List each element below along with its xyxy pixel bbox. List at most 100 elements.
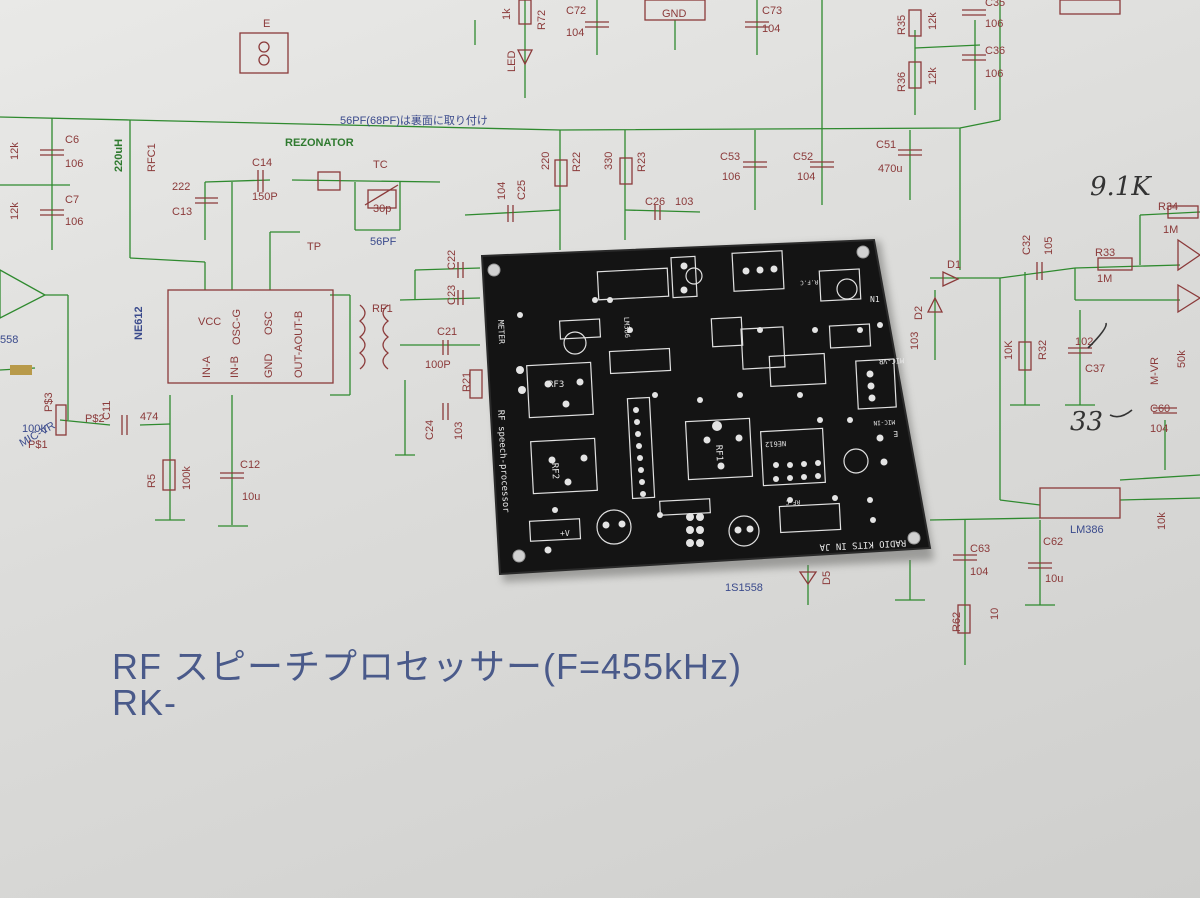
label-r72: R72 bbox=[536, 10, 548, 30]
label-c6-value: 106 bbox=[65, 158, 83, 170]
label-c11-value: 474 bbox=[140, 411, 158, 423]
pin-in-b: IN-B bbox=[229, 356, 241, 378]
label-tc-note: 56PF bbox=[370, 236, 397, 248]
label-c25: C25 bbox=[516, 180, 528, 200]
label-c53-value: 106 bbox=[722, 171, 740, 183]
label-c12: C12 bbox=[240, 459, 260, 471]
label-r72-value: 1k bbox=[501, 8, 513, 20]
label-c37: C37 bbox=[1085, 363, 1105, 375]
label-c14-value: 150P bbox=[252, 191, 278, 203]
pcb-label-rfc-b: RF.C bbox=[785, 498, 800, 506]
pcb-label-rf2: RF2 bbox=[549, 463, 560, 480]
label-10k: 10k bbox=[1156, 512, 1168, 530]
label-c11: C11 bbox=[101, 401, 113, 420]
label-tc-value: 30p bbox=[373, 203, 391, 215]
label-ps1: P$1 bbox=[28, 439, 48, 451]
label-c35: C35 bbox=[985, 0, 1005, 9]
label-r62-value: 10 bbox=[989, 608, 1001, 620]
label-c7: C7 bbox=[65, 194, 79, 206]
label-c52: C52 bbox=[793, 151, 813, 163]
label-c51-value: 470u bbox=[878, 163, 902, 175]
pcb-label-mic-vr: MIC-VR bbox=[878, 356, 904, 365]
label-c25-value: 104 bbox=[496, 182, 508, 200]
label-c51: C51 bbox=[876, 139, 896, 151]
label-r33: R33 bbox=[1095, 247, 1115, 259]
label-c32-value: 105 bbox=[1043, 237, 1055, 255]
label-r22: R22 bbox=[571, 152, 583, 172]
label-c62-value: 10u bbox=[1045, 573, 1063, 585]
label-led: LED bbox=[506, 51, 518, 72]
pcb-label-ne612: NE612 bbox=[765, 439, 786, 448]
label-gnd: GND bbox=[662, 8, 687, 20]
label-c60-value: 104 bbox=[1150, 423, 1168, 435]
label-c24-value: 103 bbox=[453, 422, 465, 440]
label-r36: R36 bbox=[896, 72, 908, 92]
label-c6: C6 bbox=[65, 134, 79, 146]
label-c21: C21 bbox=[437, 326, 457, 338]
caption-title: RF スピーチプロセッサー(F=455kHz) bbox=[112, 646, 743, 687]
label-c13-value: 222 bbox=[172, 181, 190, 193]
label-c21-value: 100P bbox=[425, 359, 451, 371]
label-c23: C23 bbox=[446, 285, 458, 305]
pin-vcc: VCC bbox=[198, 316, 221, 328]
label-d2: D2 bbox=[913, 306, 925, 320]
label-c37-value: 102 bbox=[1075, 336, 1093, 348]
label-r5: R5 bbox=[146, 474, 158, 488]
label-c26-value: 103 bbox=[675, 196, 693, 208]
pcb-label-plus-v: +V bbox=[560, 529, 570, 538]
label-d1: D1 bbox=[947, 259, 961, 271]
label-c63-value: 104 bbox=[970, 566, 988, 578]
label-c12-value: 10u bbox=[242, 491, 260, 503]
label-r35: R35 bbox=[896, 15, 908, 35]
schematic-note-top: 56PF(68PF)は裏面に取り付け bbox=[340, 113, 488, 127]
label-e: E bbox=[263, 18, 270, 30]
label-c73-value: 104 bbox=[762, 23, 780, 35]
label-c13: C13 bbox=[172, 206, 192, 218]
pcb-label-rfc-a: R.F.C bbox=[799, 278, 818, 286]
label-c60: C60 bbox=[1150, 403, 1170, 415]
label-ps3: P$3 bbox=[43, 392, 55, 412]
pin-osc-g: OSC-G bbox=[231, 309, 243, 345]
label-c72-value: 104 bbox=[566, 27, 584, 39]
label-r32: R32 bbox=[1037, 340, 1049, 360]
mounting-hole-br bbox=[907, 531, 921, 545]
pcb-label-rf3: RF3 bbox=[548, 380, 564, 390]
label-mic-vr-value: 100K bbox=[22, 423, 48, 435]
op-amp-label: 558 bbox=[0, 334, 18, 346]
label-c72: C72 bbox=[566, 5, 586, 17]
label-c35-value: 106 bbox=[985, 18, 1003, 30]
label-r22-value: 220 bbox=[540, 152, 552, 170]
label-c36-value: 106 bbox=[985, 68, 1003, 80]
pcb-label-mic-in: MIC-IN bbox=[873, 418, 895, 426]
label-c7-value: 106 bbox=[65, 216, 83, 228]
label-ps2: P$2 bbox=[85, 413, 105, 425]
label-r23-value: 330 bbox=[603, 152, 615, 170]
mounting-hole-tl bbox=[487, 263, 501, 277]
caption-model: RK- bbox=[112, 682, 177, 723]
mounting-hole-bl bbox=[512, 549, 526, 563]
label-r21: R21 bbox=[461, 372, 473, 392]
lm386-label: LM386 bbox=[1070, 524, 1104, 536]
pcb-label-rf1: RF1 bbox=[713, 445, 724, 462]
label-c22: C22 bbox=[446, 250, 458, 270]
label-m-vr-value: 50k bbox=[1176, 350, 1188, 368]
label-r35-value: 12k bbox=[927, 12, 939, 30]
label-r34: R34 bbox=[1158, 201, 1178, 213]
pcb-label-meter: METER bbox=[496, 320, 506, 345]
label-rf1: RF1 bbox=[372, 303, 393, 315]
pcb-maker: RADIO KITS IN JA bbox=[819, 537, 907, 552]
label-r5-value: 100k bbox=[181, 466, 193, 490]
pcb-label-lm386: LM386 bbox=[622, 317, 631, 338]
label-r33-value: 1M bbox=[1097, 273, 1112, 285]
handwritten-9-1k: 9.1K bbox=[1090, 172, 1152, 202]
diode-1s1558-label: 1S1558 bbox=[725, 582, 763, 594]
label-c24: C24 bbox=[424, 420, 436, 440]
label-r32-value: 10K bbox=[1003, 340, 1015, 360]
label-c62: C62 bbox=[1043, 536, 1063, 548]
label-c26: C26 bbox=[645, 196, 665, 208]
ne612-label: NE612 bbox=[133, 306, 145, 340]
label-12k-b: 12k bbox=[9, 202, 21, 220]
label-12k-a: 12k bbox=[9, 142, 21, 160]
